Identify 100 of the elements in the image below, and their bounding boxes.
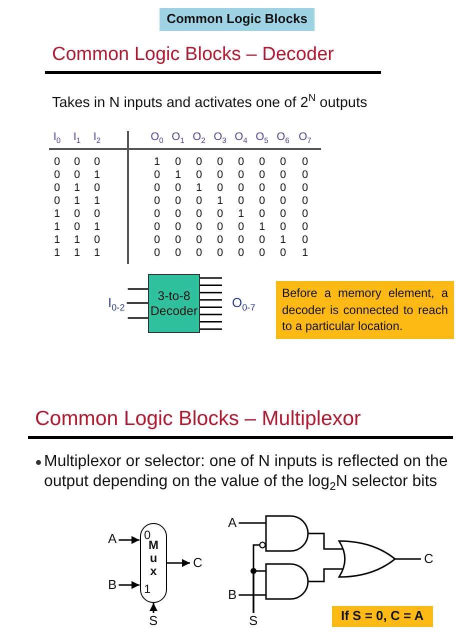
- truth-value: 0: [280, 194, 286, 208]
- truth-value: 0: [302, 234, 308, 246]
- truth-value: 1: [196, 182, 202, 195]
- arrow: [118, 536, 140, 544]
- truth-value: 0: [238, 156, 244, 169]
- truth-value: 0: [302, 168, 308, 182]
- signal-label: A: [228, 516, 237, 531]
- truth-value: 0: [174, 208, 182, 220]
- truth-value: 0: [74, 168, 80, 182]
- wire: [200, 284, 222, 286]
- truth-value: 0: [196, 194, 202, 208]
- truth-value: 0: [280, 168, 286, 182]
- truth-value: 0: [280, 246, 286, 260]
- truth-value: 0: [302, 220, 308, 234]
- truth-value: 1: [302, 246, 308, 260]
- truth-value: 0: [54, 156, 60, 169]
- truth-value: 0: [196, 234, 202, 246]
- wire: [200, 277, 222, 279]
- and-gate: [265, 563, 310, 600]
- truth-value: 0: [54, 194, 60, 208]
- port-number: 1: [144, 583, 151, 597]
- truth-value: 0: [280, 208, 286, 220]
- column-header: O$_{4}$: [234, 131, 248, 144]
- truth-value: 1: [54, 220, 60, 234]
- wire: [238, 522, 266, 524]
- truth-value: 0: [154, 182, 160, 195]
- description-text: Takes in N inputs and activates one of 2$^{N}$ outputs: [52, 95, 368, 112]
- signal-label: S: [249, 614, 258, 629]
- wire: [252, 570, 266, 613]
- truth-value: 1: [94, 220, 100, 234]
- decoder-block: 3-to-8 Decoder: [148, 274, 200, 333]
- truth-value: 0: [196, 220, 202, 234]
- truth-value: 1: [54, 208, 60, 220]
- truth-value: 0: [238, 220, 244, 234]
- wire: [395, 558, 421, 560]
- truth-value: 0: [258, 208, 266, 220]
- or-gate: [338, 540, 396, 578]
- truth-value: 0: [302, 182, 308, 195]
- truth-value: 0: [238, 168, 244, 182]
- truth-value: 0: [154, 208, 160, 220]
- truth-value: 0: [238, 194, 244, 208]
- mux-block: [140, 523, 167, 603]
- signal-label: I$_{0-2}$: [108, 296, 125, 311]
- wire: [200, 321, 222, 323]
- truth-value: 0: [280, 220, 286, 234]
- note-callout: Before a memory element, a decoder is connected to reach to a particular location.: [276, 281, 454, 339]
- wire: [238, 594, 266, 596]
- truth-value: 0: [258, 234, 266, 246]
- truth-value: 0: [74, 220, 80, 234]
- wire: [126, 302, 148, 304]
- truth-value: 1: [174, 168, 182, 182]
- truth-value: 0: [258, 182, 266, 195]
- truth-value: 0: [196, 168, 202, 182]
- truth-value: 1: [216, 194, 224, 208]
- truth-value: 0: [302, 208, 308, 220]
- truth-value: 0: [216, 208, 224, 220]
- wire: [128, 317, 148, 319]
- truth-value: 0: [258, 156, 266, 169]
- wire: [200, 306, 222, 308]
- arrow: [167, 559, 190, 567]
- truth-value: 1: [74, 246, 80, 260]
- wire: [200, 328, 222, 330]
- signal-label: C: [193, 556, 202, 571]
- truth-value: 1: [154, 156, 160, 169]
- truth-value: 1: [74, 234, 80, 246]
- truth-value: 0: [216, 182, 224, 195]
- truth-value: 0: [174, 156, 182, 169]
- truth-value: 1: [74, 194, 80, 208]
- signal-label: S: [149, 614, 158, 629]
- arrow: [150, 603, 158, 613]
- truth-value: 1: [258, 220, 266, 234]
- truth-value: 0: [280, 156, 286, 169]
- truth-value: 0: [174, 182, 182, 195]
- and-gate: [265, 515, 310, 552]
- truth-value: 0: [154, 246, 160, 260]
- truth-value: 0: [54, 168, 60, 182]
- truth-value: 1: [94, 168, 100, 182]
- column-header: O$_{3}$: [214, 131, 226, 144]
- truth-value: 1: [280, 234, 286, 246]
- truth-value: 1: [238, 208, 244, 220]
- truth-value: 0: [94, 182, 100, 195]
- truth-value: 0: [216, 156, 224, 169]
- truth-value: 0: [174, 194, 182, 208]
- truth-value: 0: [258, 194, 266, 208]
- truth-value: 0: [174, 234, 182, 246]
- truth-value: 0: [258, 246, 266, 260]
- truth-value: 0: [74, 156, 80, 169]
- truth-value: 0: [302, 194, 308, 208]
- column-header: O$_{2}$: [192, 131, 206, 144]
- wire: [200, 299, 222, 301]
- truth-value: 0: [174, 220, 182, 234]
- column-header: O$_{5}$: [256, 131, 268, 144]
- truth-value: 0: [302, 156, 308, 169]
- truth-value: 0: [216, 246, 224, 260]
- truth-value: 0: [94, 234, 100, 246]
- column-header: O$_{7}$: [298, 131, 312, 144]
- truth-value: 1: [54, 234, 60, 246]
- signal-label: A: [108, 532, 117, 547]
- title-banner: Common Logic Blocks: [160, 8, 314, 31]
- truth-value: 0: [196, 156, 202, 169]
